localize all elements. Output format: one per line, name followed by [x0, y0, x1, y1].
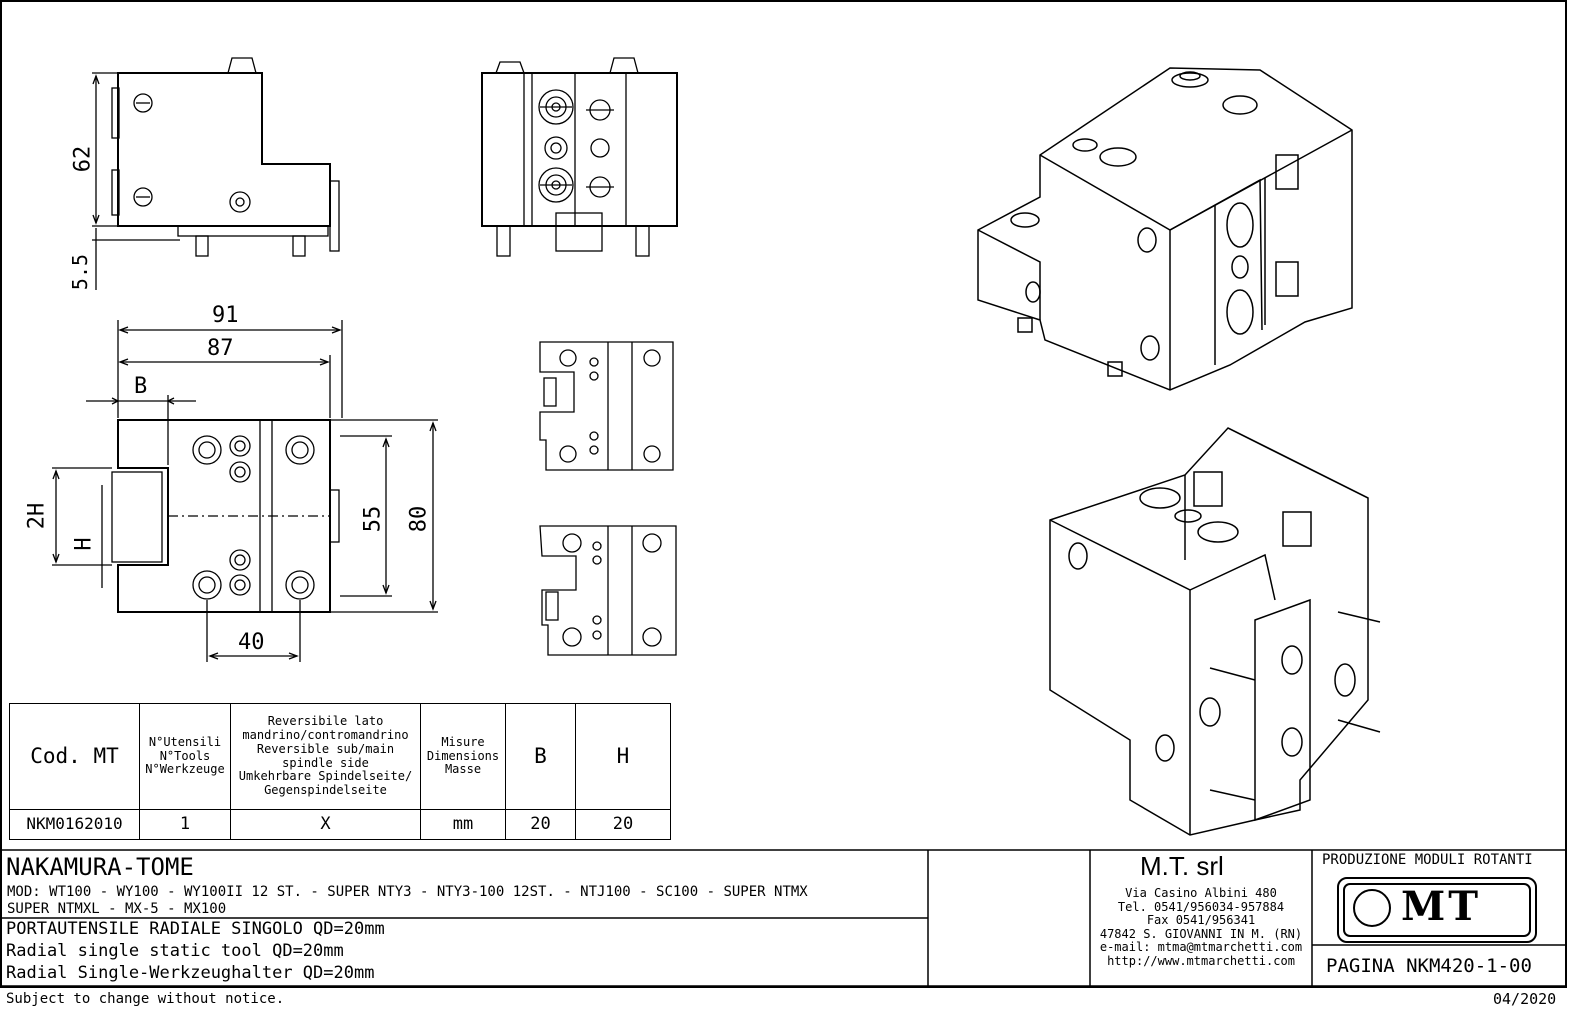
mt-logo: MT [1337, 877, 1537, 943]
dim-87: 87 [207, 336, 234, 361]
brand-title: NAKAMURA-TOME [6, 853, 194, 881]
row-tools: 1 [139, 809, 231, 840]
isometric-view-bottom [1049, 427, 1381, 836]
dim-5-5: 5.5 [68, 253, 93, 291]
dim-80: 80 [406, 505, 432, 533]
row-code: NKM0162010 [9, 809, 140, 840]
title-block-frame [2, 849, 1566, 987]
dim-40: 40 [238, 630, 265, 655]
side-view [481, 57, 678, 257]
header-code: Cod. MT [9, 703, 140, 810]
isometric-view-top [977, 67, 1353, 391]
footer-date: 04/2020 [1493, 990, 1557, 1008]
company-name: M.T. srl [1140, 851, 1224, 881]
models-line-1: MOD: WT100 - WY100 - WY100II 12 ST. - SU… [7, 884, 808, 900]
variant-view-1 [539, 341, 674, 471]
front-view [92, 57, 340, 290]
dim-b: B [134, 374, 148, 399]
variant-view-2 [539, 525, 677, 656]
header-h: H [575, 703, 671, 810]
description-en: Radial single static tool QD=20mm [6, 941, 344, 961]
turret-icon [1353, 889, 1391, 927]
dim-55: 55 [360, 505, 386, 533]
dim-h: H [71, 537, 97, 551]
row-measures: mm [420, 809, 506, 840]
description-it: PORTAUTENSILE RADIALE SINGOLO QD=20mm [6, 919, 385, 939]
plan-view [52, 320, 438, 662]
row-reversible: X [230, 809, 421, 840]
dim-62: 62 [70, 145, 96, 173]
page-number: PAGINA NKM420-1-00 [1326, 955, 1532, 977]
description-de: Radial Single-Werkzeughalter QD=20mm [6, 963, 375, 983]
row-h: 20 [575, 809, 671, 840]
row-b: 20 [505, 809, 576, 840]
dim-91: 91 [212, 303, 239, 328]
footer-notice: Subject to change without notice. [6, 991, 285, 1007]
models-line-2: SUPER NTMXL - MX-5 - MX100 [7, 901, 227, 917]
dim-2h: 2H [24, 502, 50, 530]
production-label: PRODUZIONE MODULI ROTANTI [1322, 852, 1533, 868]
header-b: B [505, 703, 576, 810]
company-address: Via Casino Albini 480 Tel. 0541/956034-9… [1099, 886, 1303, 968]
